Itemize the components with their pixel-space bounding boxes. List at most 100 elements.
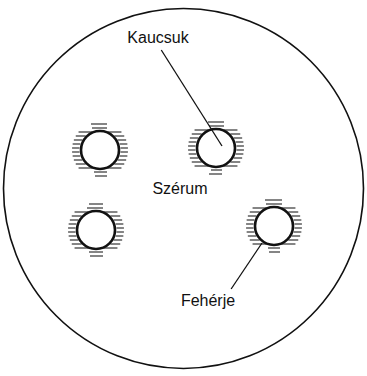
protein-hatch [120,147,128,148]
protein-hatch [188,149,196,150]
protein-hatch [236,149,244,150]
protein-hatch [73,143,81,144]
protein-hatch [94,171,107,172]
label-holder: Fehérje [179,292,237,310]
part-label: Fehérje [179,292,237,310]
protein-hatch [288,211,298,212]
protein-hatch [118,139,126,140]
part-label: Kaucsuk [125,29,190,47]
protein-hatch [118,159,126,160]
protein-hatch [116,223,124,224]
protein-hatch [266,203,282,204]
protein-hatch [294,219,302,220]
protein-hatch [76,135,86,136]
protein-hatch [265,199,282,200]
protein-hatch [114,239,122,240]
protein-hatch [114,163,124,164]
protein-hatch [72,243,82,244]
protein-hatch [247,219,255,220]
protein-hatch [72,151,80,152]
protein-hatch [190,137,198,138]
protein-hatch [74,139,82,140]
protein-hatch [294,231,302,232]
protein-hatch [246,227,254,228]
protein-hatch [89,251,103,252]
protein-hatch [72,147,80,148]
leader-line [161,50,222,146]
part-label: Szérum [150,180,209,198]
protein-hatch [269,251,280,252]
protein-hatch [236,145,244,146]
protein-hatch [116,231,124,232]
protein-hatch [76,163,86,164]
protein-hatch [68,227,76,228]
protein-hatch [248,235,256,236]
protein-hatch [90,255,103,256]
drop-outline [4,9,364,369]
particle-outline [81,131,119,169]
protein-hatch [120,155,128,156]
protein-hatch [230,161,240,162]
protein-hatch [292,215,300,216]
protein-hatch [250,211,260,212]
protein-hatch [92,127,107,128]
leader-line [231,243,262,289]
particle-group [68,122,302,256]
protein-hatch [73,155,81,156]
protein-hatch [190,157,198,158]
protein-hatch [211,169,222,170]
protein-hatch [189,141,197,142]
protein-hatch [292,235,300,236]
protein-hatch [70,219,78,220]
protein-hatch [234,137,242,138]
protein-hatch [116,227,124,228]
protein-hatch [91,123,107,124]
protein-hatch [114,135,124,136]
protein-hatch [120,151,128,152]
protein-hatch [69,223,77,224]
protein-hatch [250,239,260,240]
protein-hatch [110,215,120,216]
protein-hatch [114,219,122,220]
protein-hatch [68,231,76,232]
protein-hatch [120,143,128,144]
protein-hatch [209,173,222,174]
protein-hatch [192,161,202,162]
protein-hatch [69,235,77,236]
protein-hatch [89,203,103,204]
particle-outline [77,211,115,249]
protein-hatch [294,227,302,228]
protein-hatch [248,215,256,216]
rubber-particle [72,124,128,176]
protein-hatch [70,239,78,240]
protein-hatch [188,145,196,146]
protein-hatch [230,133,240,134]
protein-hatch [87,207,103,208]
protein-hatch [95,175,107,176]
rubber-particle [68,204,124,256]
protein-hatch [74,159,82,160]
rubber-particle [188,122,244,174]
protein-hatch [189,153,197,154]
leader-lines [161,50,262,289]
protein-hatch [236,141,244,142]
protein-hatch [192,133,202,134]
protein-hatch [294,223,302,224]
rubber-particle [246,200,302,252]
protein-hatch [72,215,82,216]
protein-hatch [110,243,120,244]
label-holder: Kaucsuk [125,29,190,47]
protein-hatch [288,239,298,240]
protein-hatch [268,247,280,248]
protein-hatch [247,231,255,232]
protein-hatch [209,125,224,126]
protein-hatch [208,121,224,122]
particle-outline [197,129,235,167]
protein-hatch [236,153,244,154]
protein-hatch [246,223,254,224]
protein-hatch [234,157,242,158]
particle-outline [255,207,293,245]
protein-hatch [116,235,124,236]
label-holder: Szérum [150,180,209,198]
